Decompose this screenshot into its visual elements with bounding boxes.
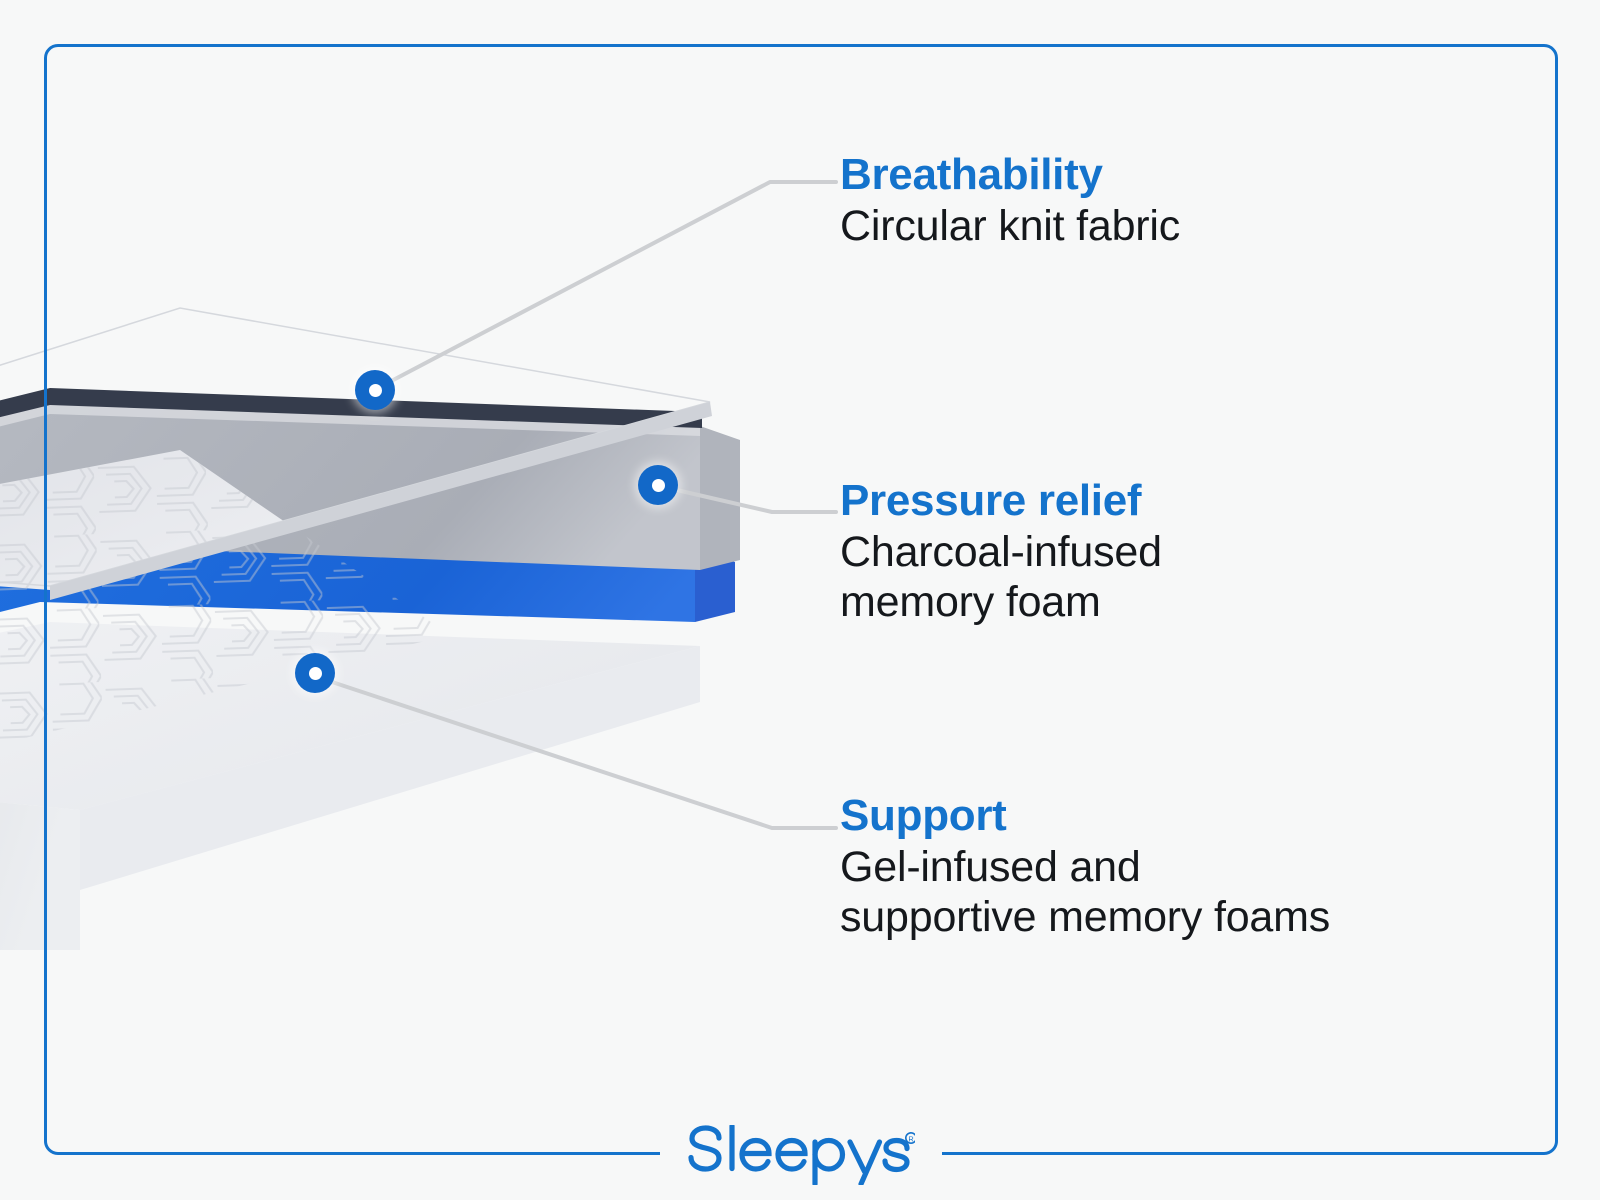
mattress-cutaway-illustration	[0, 250, 750, 950]
marker-dot	[368, 383, 382, 397]
callout-title: Pressure relief	[840, 476, 1142, 525]
hotspot-marker-support[interactable]	[295, 653, 335, 693]
callout-description-line: Gel-infused and	[840, 843, 1141, 892]
callout-description-line: memory foam	[840, 578, 1101, 627]
callout-pressure-relief: Pressure relief Charcoal-infused memory …	[840, 476, 1162, 628]
callout-breathability: Breathability Circular knit fabric	[840, 150, 1180, 252]
registered-trademark	[905, 1132, 915, 1144]
callout-description: Charcoal-infused memory foam	[840, 528, 1162, 628]
callout-description: Circular knit fabric	[840, 202, 1180, 252]
hotspot-marker-pressure-relief[interactable]	[638, 465, 678, 505]
svg-text:R: R	[908, 1134, 913, 1143]
sleepys-logo: R	[685, 1125, 915, 1185]
callout-description-line: Circular knit fabric	[840, 202, 1181, 251]
marker-dot	[308, 666, 322, 680]
callout-description-line: supportive memory foams	[840, 893, 1331, 942]
callout-description: Gel-infused and supportive memory foams	[840, 843, 1330, 943]
callout-title: Breathability	[840, 150, 1103, 199]
callout-title: Support	[840, 791, 1007, 840]
hotspot-marker-breathability[interactable]	[355, 370, 395, 410]
callout-support: Support Gel-infused and supportive memor…	[840, 791, 1330, 943]
callout-description-line: Charcoal-infused	[840, 528, 1162, 577]
marker-dot	[651, 478, 665, 492]
